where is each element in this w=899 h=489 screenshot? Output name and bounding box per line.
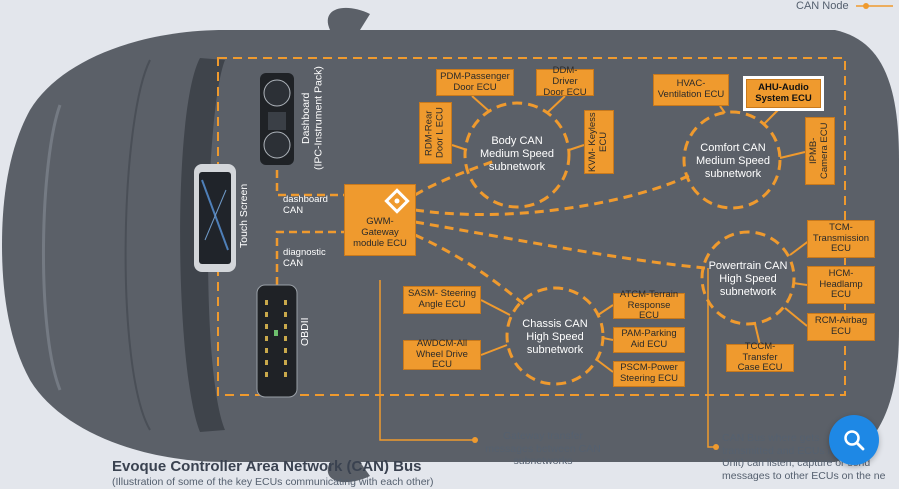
ecu-rdm: RDM-Rear Door L ECU [419, 102, 452, 164]
powertrain-can-subnetwork: Powertrain CAN High Speed subnetwork [708, 260, 788, 299]
ecu-ddm: DDM-Driver Door ECU [536, 65, 594, 98]
ecu-ipmb: IPMB- Camera ECU [805, 117, 835, 185]
diagnostic-can-label: diagnostic CAN [283, 247, 326, 269]
powertrain-subnet-ring [700, 230, 796, 326]
ecu-kvm: KVM- Keyless ECU [584, 110, 614, 174]
dashboard-label: Dashboard (IPC-Instrument Pack) [300, 66, 325, 170]
car-body [2, 30, 899, 462]
dashboard-can-label: dashboard CAN [283, 194, 328, 216]
search-button[interactable] [829, 415, 879, 465]
body-can-subnetwork: Body CAN Medium Speed subnetwork [480, 135, 554, 174]
ecu-hvac: HVAC- Ventilation ECU [653, 74, 729, 106]
can-bus-note: CAN Bus where gets transmitted and ECUs … [722, 432, 886, 482]
can-bus-outline [217, 57, 846, 396]
page-title: Evoque Controller Area Network (CAN) Bus [112, 458, 422, 475]
ecu-pam: PAM-Parking Aid ECU [613, 327, 685, 353]
legend-can-node: CAN Node [796, 0, 849, 12]
body-subnet-ring [463, 101, 571, 209]
gateway-icon [384, 188, 410, 214]
search-icon [844, 430, 865, 451]
chassis-can-subnetwork: Chassis CAN High Speed subnetwork [522, 318, 588, 357]
ecu-rcm: RCM-Airbag ECU [807, 313, 875, 341]
ecu-awdcm: AWDCM-All Wheel Drive ECU [403, 338, 481, 370]
ecu-pdm: PDM-Passenger Door ECU [436, 69, 514, 96]
comfort-subnet-ring [682, 110, 782, 210]
ecu-tcm: TCM- Transmission ECU [807, 220, 875, 258]
ecu-ahu[interactable]: AHU-Audio System ECU [743, 76, 824, 111]
ecu-pscm: PSCM-Power Steering ECU [613, 361, 685, 387]
gateway-transfer-note: Gateway transfer messages between CAN su… [485, 430, 601, 468]
touch-screen-label: Touch Screen [238, 183, 250, 249]
ecu-tccm: TCCM-Transfer Case ECU [726, 341, 794, 373]
obdii-label: OBDII [299, 317, 311, 347]
ecu-sasm: SASM- Steering Angle ECU [403, 286, 481, 314]
ecu-hcm: HCM- Headlamp ECU [807, 266, 875, 304]
ecu-atcm: ATCM-Terrain Response ECU [613, 289, 685, 321]
obdii-port [256, 284, 298, 398]
chassis-subnet-ring [505, 286, 605, 386]
page-subtitle: (Illustration of some of the key ECUs co… [112, 476, 434, 488]
comfort-can-subnetwork: Comfort CAN Medium Speed subnetwork [696, 142, 770, 181]
